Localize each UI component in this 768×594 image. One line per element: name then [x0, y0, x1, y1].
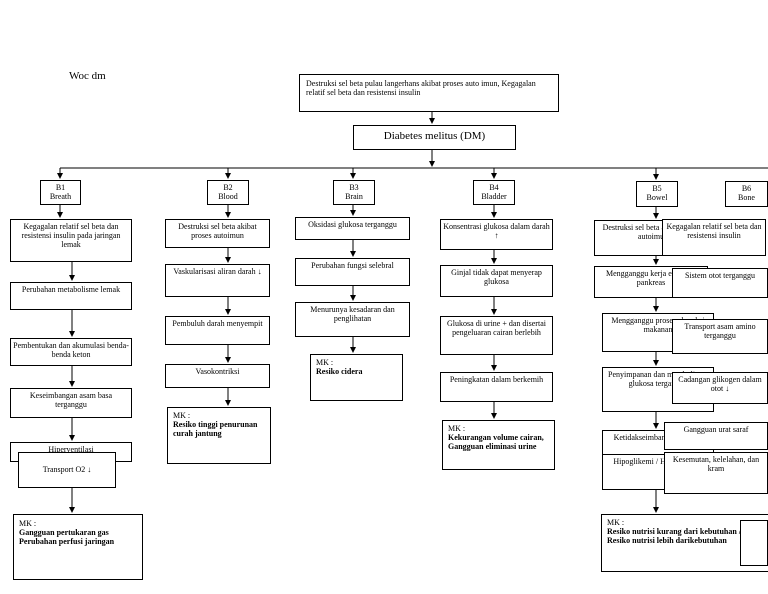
- b3-step: Menurunya kesadaran dan penglihatan: [295, 302, 410, 337]
- b4-step: Konsentrasi glukosa dalam darah ↑: [440, 219, 553, 250]
- b6-step: Kesemutan, kelelahan, dan kram: [664, 452, 768, 494]
- b1-subtitle: Breath: [49, 192, 72, 201]
- b5-subtitle: Bowel: [646, 193, 668, 202]
- b1-step: Keseimbangan asam basa terganggu: [10, 388, 132, 418]
- b2-step: Vasokontriksi: [165, 364, 270, 388]
- b4-title: B4: [489, 183, 499, 192]
- b6-step: Kegagalan relatif sel beta dan resistens…: [662, 219, 766, 256]
- b1-mk-line: Gangguan pertukaran gas: [19, 528, 109, 537]
- b4-mk-line: Kekurangan volume cairan, Gangguan elimi…: [448, 433, 544, 451]
- b4-mk-box: MK : Kekurangan volume cairan, Gangguan …: [442, 420, 555, 470]
- b3-mk-box: MK : Resiko cidera: [310, 354, 403, 401]
- b2-mk-label: MK :: [173, 411, 191, 420]
- b5-mk-label: MK :: [607, 518, 625, 527]
- b6-subtitle: Bone: [738, 193, 755, 202]
- b1-title: B1: [55, 183, 66, 192]
- b4-step: Peningkatan dalam berkemih: [440, 372, 553, 402]
- b6-title: B6: [741, 184, 752, 193]
- b2-title: B2: [223, 183, 233, 192]
- b5-mk-line: Resiko nutrisi kurang dari kebutuhan / R…: [607, 527, 742, 545]
- b2-header: B2 Blood: [207, 180, 249, 205]
- b4-step: Ginjal tidak dapat menyerap glukosa: [440, 265, 553, 297]
- b1-step: Kegagalan relatif sel beta dan resistens…: [10, 219, 132, 262]
- diagnosis-box: Diabetes melitus (DM): [353, 125, 516, 150]
- b2-step: Pembuluh darah menyempit: [165, 316, 270, 345]
- b1-step: Transport O2 ↓: [18, 452, 116, 488]
- b3-step: Perubahan fungsi selebral: [295, 258, 410, 286]
- b2-subtitle: Blood: [218, 192, 238, 201]
- b1-mk-label: MK :: [19, 519, 37, 528]
- b4-header: B4 Bladder: [473, 180, 515, 205]
- b3-title: B3: [349, 183, 359, 192]
- b6-mk-box: [740, 520, 768, 566]
- b2-mk-line: Resiko tinggi penurunan curah jantung: [173, 420, 258, 438]
- b1-step: Perubahan metabolisme lemak: [10, 282, 132, 310]
- b2-step: Vaskularisasi aliran darah ↓: [165, 264, 270, 297]
- b3-header: B3 Brain: [333, 180, 375, 205]
- b6-step: Gangguan urat saraf: [664, 422, 768, 450]
- b4-step: Glukosa di urine + dan disertai pengelua…: [440, 316, 553, 355]
- b2-step: Destruksi sel beta akibat proses autoimu…: [165, 219, 270, 248]
- woc-title: Woc dm: [69, 70, 106, 82]
- b3-subtitle: Brain: [345, 192, 363, 201]
- b6-header: B6 Bone: [725, 181, 768, 207]
- b5-header: B5 Bowel: [636, 181, 678, 207]
- b1-header: B1 Breath: [40, 180, 81, 205]
- b4-mk-label: MK :: [448, 424, 466, 433]
- b4-subtitle: Bladder: [481, 192, 507, 201]
- b3-mk-line: Resiko cidera: [316, 367, 363, 376]
- b2-mk-box: MK : Resiko tinggi penurunan curah jantu…: [167, 407, 271, 464]
- b5-title: B5: [652, 184, 662, 193]
- b6-step: Transport asam amino terganggu: [672, 319, 768, 354]
- b6-step: Sistem otot terganggu: [672, 268, 768, 298]
- cause-box: Destruksi sel beta pulau langerhans akib…: [299, 74, 559, 112]
- b1-mk-line: Perubahan perfusi jaringan: [19, 537, 115, 546]
- b1-mk-box: MK : Gangguan pertukaran gas Perubahan p…: [13, 514, 143, 580]
- b6-step: Cadangan glikogen dalam otot ↓: [672, 372, 768, 404]
- b3-step: Oksidasi glukosa terganggu: [295, 217, 410, 240]
- b3-mk-label: MK :: [316, 358, 334, 367]
- b1-step: Pembentukan dan akumulasi benda-benda ke…: [10, 338, 132, 366]
